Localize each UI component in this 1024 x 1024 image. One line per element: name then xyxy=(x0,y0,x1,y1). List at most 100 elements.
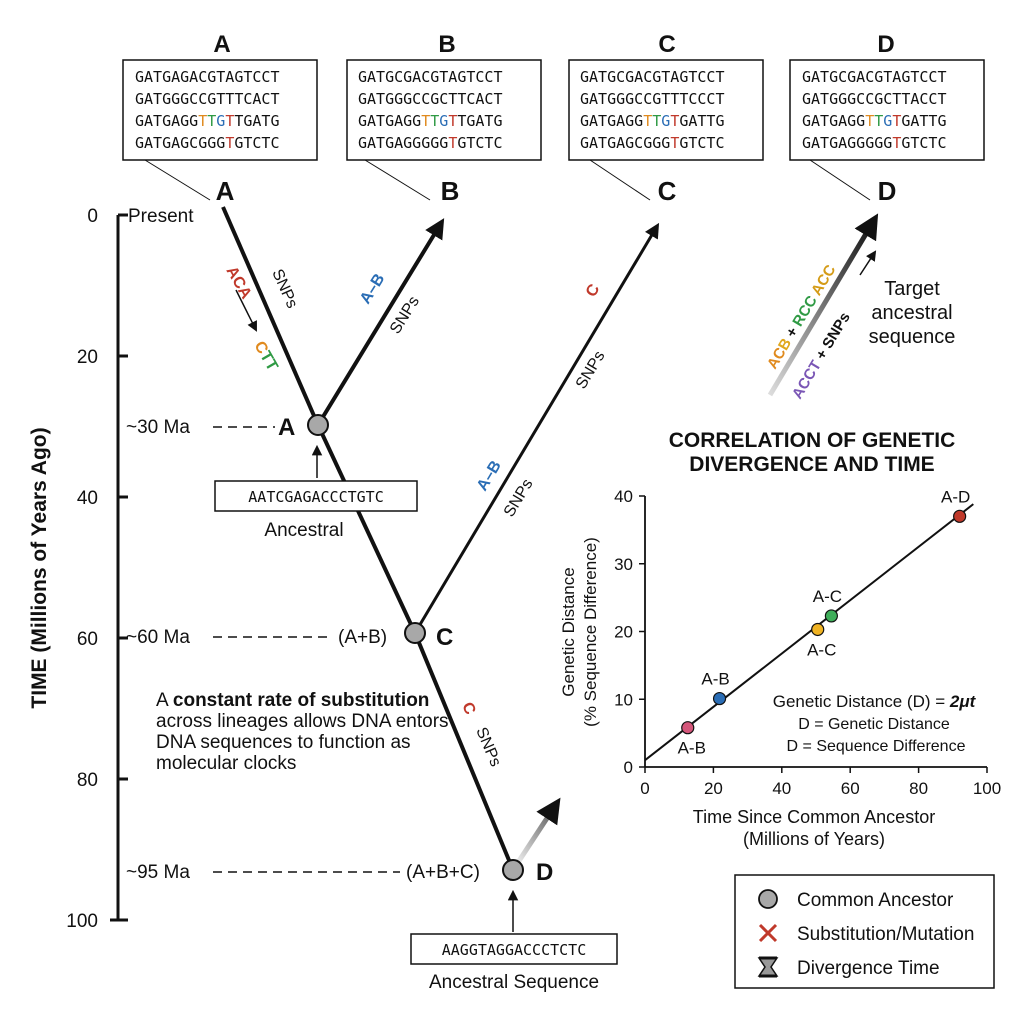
sequence-line: GATGAGGTTGTGATTG xyxy=(580,112,725,130)
root-seq-box xyxy=(410,933,618,965)
tick-label: 100 xyxy=(66,911,98,932)
branch-abc xyxy=(413,632,515,871)
tick-label: 60 xyxy=(77,629,98,650)
sequence-line: GATGAGCGGGTGTCTC xyxy=(580,134,725,152)
node-letter: D xyxy=(536,859,553,886)
data-point xyxy=(712,691,727,706)
sequence-line: GATGAGGTTGTTGATG xyxy=(358,112,503,130)
point-label: A-D xyxy=(941,487,970,506)
snps-label-c: SNPs xyxy=(573,348,609,392)
node-group: (A+B+C) xyxy=(406,862,480,883)
annotation-segment: + xyxy=(781,321,804,344)
x-tick-label: 0 xyxy=(640,779,649,798)
snps-label-lower: SNPs xyxy=(472,725,504,769)
age-label: ~60 Ma xyxy=(126,627,190,648)
sequence-segment: T xyxy=(670,134,679,152)
sequence-lines: GATGCGACGTAGTCCT GATGGGCCGCTTCACT GATGAGG T… xyxy=(358,68,503,152)
sequence-segment: T xyxy=(430,112,439,130)
sequence-segment: GATGAGG xyxy=(580,112,643,130)
mutation-arrow xyxy=(235,289,257,332)
legend-label: Common Ancestor xyxy=(797,890,954,911)
sequence-line: GATGCGACGTAGTCCT xyxy=(358,68,503,86)
data-point xyxy=(824,609,838,623)
y-tick-label: 40 xyxy=(614,487,633,506)
y-tick-label: 10 xyxy=(614,690,633,709)
sequence-segment: GATGAGG xyxy=(358,112,421,130)
sequence-segment: G xyxy=(216,112,225,130)
annotation-segment: ACC xyxy=(806,262,839,302)
sequence-segment: GATGGGCCGTTTCACT xyxy=(135,90,280,108)
branch-d-stub xyxy=(510,797,561,872)
sequence-segment: GATGAGCGGG xyxy=(580,134,670,152)
formula-expr: 2μt xyxy=(949,692,977,711)
age-label: ~30 Ma xyxy=(126,417,190,438)
sequence-segment: GATTG xyxy=(679,112,724,130)
sequence-segment: G xyxy=(883,112,892,130)
sequence-line: GATGCGACGTAGTCCT xyxy=(802,68,947,86)
sequence-box xyxy=(568,59,764,161)
sequence-box xyxy=(122,59,318,161)
column-a: A GATGAGACGTAGTCCTGATGGGCCGTTTCACTGATGAG… xyxy=(122,31,318,201)
chart-xlabel-line1: Time Since Common Ancestor xyxy=(693,807,935,827)
snps-label-ab: SNPs xyxy=(501,476,537,520)
c-label-lower: C xyxy=(458,700,478,718)
sequence-line: GATGAGCGGGTGTCTC xyxy=(135,134,280,152)
node-letter: A xyxy=(278,414,295,441)
snps-label-a: SNPs xyxy=(268,267,300,311)
callout-line xyxy=(809,159,871,201)
sequence-segment: GATGAGG xyxy=(802,112,865,130)
present-label: Present xyxy=(128,206,194,227)
sequence-segment: T xyxy=(225,112,234,130)
sequence-segment: TGATG xyxy=(457,112,502,130)
sequence-segment: T xyxy=(865,112,874,130)
target-label-line2: ancestral xyxy=(871,302,952,324)
tick-label: 40 xyxy=(77,488,98,509)
y-tick-label: 30 xyxy=(614,555,633,574)
sequence-segment: TGATG xyxy=(234,112,279,130)
sequence-segment: T xyxy=(670,112,679,130)
chart-ylabel-line1: Genetic Distance xyxy=(559,567,578,696)
point-label: A-B xyxy=(701,670,729,689)
tree-branches xyxy=(221,206,879,872)
point-label: A-C xyxy=(807,640,836,659)
ancestral-seq-box xyxy=(214,480,418,512)
hourglass-icon xyxy=(757,956,779,978)
column-d: D GATGCGACGTAGTCCTGATGGGCCGCTTACCTGATGAG… xyxy=(789,31,985,201)
formula-line2: D = Sequence Difference xyxy=(787,738,966,755)
common-ancestor-node xyxy=(502,859,524,881)
y-tick-label: 0 xyxy=(624,758,633,777)
x-tick-label: 100 xyxy=(973,779,1001,798)
circle-icon xyxy=(758,889,778,909)
sequence-segment: GATGGGCCGTTTCCCT xyxy=(580,90,725,108)
sequence-segment: GATGAGACGTAGTCCT xyxy=(135,68,280,86)
cross-icon xyxy=(758,923,778,943)
x-tick-label: 40 xyxy=(772,779,791,798)
age-label: ~95 Ma xyxy=(126,862,190,883)
chart-xlabel-line2: (Millions of Years) xyxy=(743,829,885,849)
ab-label-b: A–B xyxy=(357,271,388,307)
sequence-box xyxy=(346,59,542,161)
note-pre: A xyxy=(156,690,173,711)
x-tick-label: 20 xyxy=(704,779,723,798)
target-label-line3: sequence xyxy=(869,326,956,348)
root-label: Ancestral Sequence xyxy=(429,972,599,993)
x-tick-label: 80 xyxy=(909,779,928,798)
mutation-ctt: CTT xyxy=(251,339,281,375)
ancestral-label: Ancestral xyxy=(264,520,343,541)
chart-title-line2: DIVERGENCE AND TIME xyxy=(689,453,934,476)
legend: Common Ancestor Substitution/Mutation Di… xyxy=(734,874,995,989)
chart-title-line1: CORRELATION OF GENETIC xyxy=(669,429,956,452)
sequence-segment: GTCTC xyxy=(679,134,724,152)
c-label-c: C xyxy=(583,281,604,300)
branch-c xyxy=(413,222,660,634)
sequence-segment: GTCTC xyxy=(457,134,502,152)
callout-line xyxy=(364,159,431,201)
sequence-line: GATGGGCCGCTTCACT xyxy=(358,90,503,108)
sequence-segment: GATGGGCCGCTTACCT xyxy=(802,90,947,108)
tip-label-c: C xyxy=(658,176,677,206)
ancestral-boxes: AATCGAGACCCTGTC Ancestral AAGGTAGGACCCTC… xyxy=(214,444,618,993)
data-point xyxy=(811,622,825,637)
note-bold: constant rate of substitution xyxy=(172,690,430,711)
sequence-box xyxy=(789,59,985,161)
